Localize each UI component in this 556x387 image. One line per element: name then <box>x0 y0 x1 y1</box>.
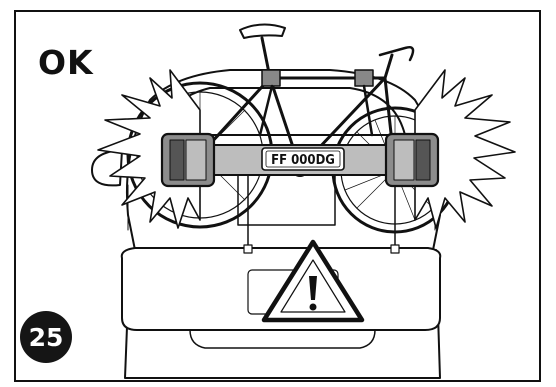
ok-label: OK <box>38 43 94 82</box>
carrier-bar <box>160 132 440 188</box>
step-number-badge: 25 <box>20 311 72 363</box>
license-plate-text: FF 000DG <box>271 153 335 168</box>
burst-left-icon <box>97 69 201 229</box>
license-plate <box>261 147 345 171</box>
handlebar <box>378 46 415 62</box>
burst-right-icon <box>414 69 516 229</box>
saddle <box>239 23 286 39</box>
warning-triangle-icon <box>261 239 365 323</box>
